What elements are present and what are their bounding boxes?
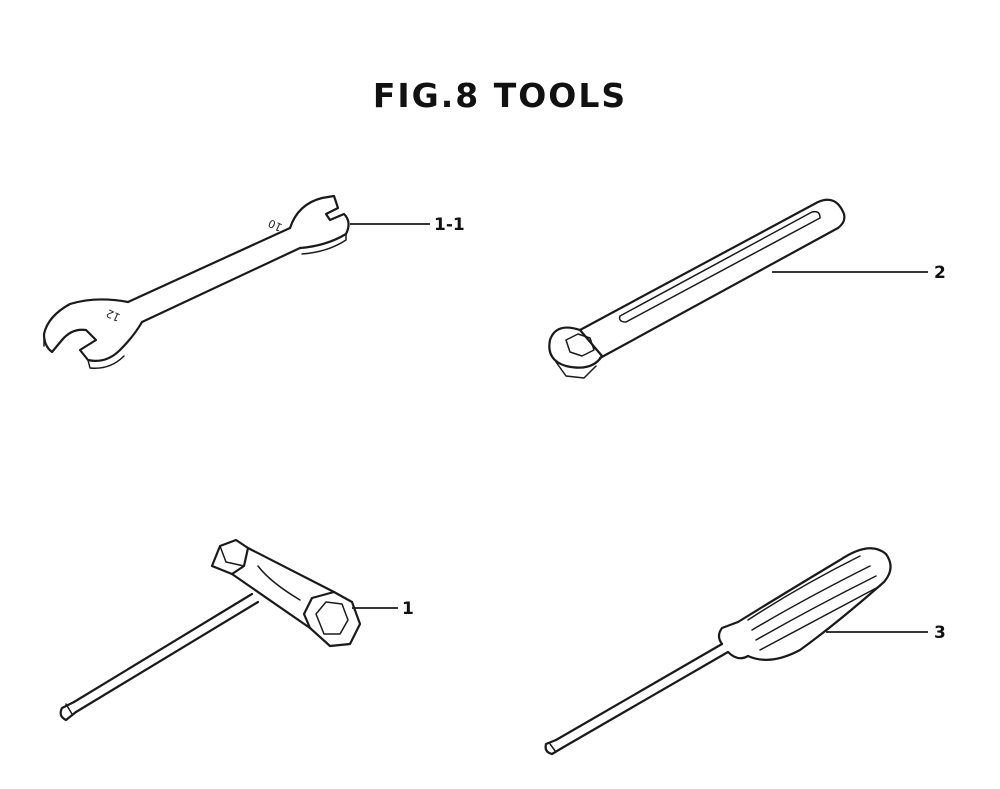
callout-label-1: 1 xyxy=(402,599,414,619)
double-open-end-wrench: 10 12 xyxy=(42,194,350,369)
plug-socket-wrench xyxy=(59,538,362,722)
callout-label-3: 3 xyxy=(934,623,946,643)
wrench-size-stamp-12: 12 xyxy=(104,306,122,324)
wrench-size-stamp-10: 10 xyxy=(266,216,284,234)
screwdriver xyxy=(544,547,892,756)
box-spanner xyxy=(548,198,846,379)
callout-label-2: 2 xyxy=(934,263,946,283)
callout-label-1-1: 1-1 xyxy=(434,215,465,235)
figure-title: FIG.8 TOOLS xyxy=(372,76,628,115)
